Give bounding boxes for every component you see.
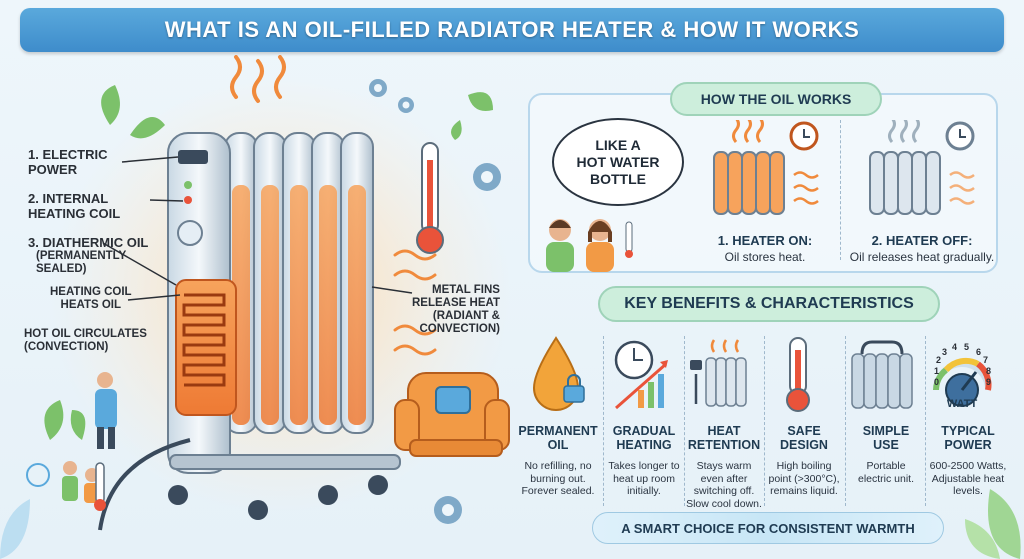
benefit-gradual-heating-title: GRADUAL HEATING (612, 424, 676, 452)
step-heater-off-desc: Oil releases heat gradually. (849, 250, 995, 264)
leaf-icon (965, 489, 1021, 559)
benefit-typical-power-desc: 600-2500 Watts, Adjustable heat levels. (929, 460, 1007, 497)
label-permanently-sealed: (PERMANENTLY SEALED) (36, 250, 127, 275)
gauge-unit-label: WATT (946, 398, 978, 410)
thermometer-icon (416, 142, 444, 254)
label-hot-oil-circulates: HOT OIL CIRCULATES (CONVECTION) (24, 328, 147, 353)
benefit-heat-retention-title: HEAT RETENTION (687, 424, 761, 452)
heat-waves-icon (230, 55, 286, 103)
step-heater-on-title: 1. HEATER ON: (717, 233, 813, 248)
family-icon (26, 461, 106, 511)
thermometer-icon (786, 337, 810, 412)
power-cord (98, 438, 191, 531)
gauge-tick: 3 (942, 347, 948, 357)
gauge-tick: 8 (986, 366, 992, 376)
radiator-illustration (26, 55, 510, 531)
benefit-permanent-oil-title: PERMANENT OIL (518, 424, 598, 452)
heater-on-icon (713, 120, 819, 215)
benefit-gradual-heating-desc: Takes longer to heat up room initially. (608, 460, 680, 497)
display-screen (178, 150, 208, 164)
label-diathermic-oil: 3. DIATHERMIC OIL (28, 235, 149, 250)
thermostat-knob-icon (177, 220, 203, 246)
label-coil-heats-oil: HEATING COIL HEATS OIL (50, 286, 132, 311)
how-oil-works-heading: HOW THE OIL WORKS (670, 82, 882, 116)
gauge-tick: 9 (986, 377, 992, 387)
gauge-tick: 0 (934, 377, 940, 387)
benefit-permanent-oil-desc: No refilling, no burning out. Forever se… (521, 460, 595, 497)
benefit-heat-retention-desc: Stays warm even after switching off. Slo… (686, 460, 762, 510)
benefit-simple-use-desc: Portable electric unit. (857, 460, 915, 485)
heater-off-icon (869, 120, 975, 215)
gauge-tick: 4 (952, 342, 958, 352)
gauge-tick: 6 (976, 347, 982, 357)
label-electric-power: 1. ELECTRIC POWER (28, 147, 108, 177)
couple-icon (546, 219, 633, 272)
leaf-icon (101, 85, 493, 140)
step-heater-off-title: 2. HEATER OFF: (871, 233, 973, 248)
gear-icon (369, 79, 501, 524)
gauge-tick: 7 (983, 355, 989, 365)
clock-arrow-icon (614, 340, 668, 410)
gauge-tick: 1 (934, 366, 940, 376)
benefit-typical-power-title: TYPICAL POWER (941, 424, 995, 452)
radiator-plug-icon (690, 339, 747, 407)
title-banner: WHAT IS AN OIL-FILLED RADIATOR HEATER & … (20, 8, 1004, 52)
footer-tagline: A SMART CHOICE FOR CONSISTENT WARMTH (592, 512, 944, 544)
oil-drop-lock-icon (532, 336, 585, 411)
label-metal-fins: METAL FINS RELEASE HEAT (RADIANT & CONVE… (412, 284, 500, 335)
label-heating-coil: 2. INTERNAL HEATING COIL (28, 191, 121, 221)
benefit-icons (532, 336, 992, 412)
benefit-safe-design-desc: High boiling point (>300°C), remains liq… (768, 460, 840, 497)
hot-water-bottle-bubble: LIKE A HOT WATER BOTTLE (552, 118, 684, 206)
power-gauge-icon (933, 357, 992, 407)
leaf-icon (0, 499, 30, 559)
radiator-fins (224, 132, 374, 434)
person-icon (95, 372, 117, 449)
portable-heater-icon (851, 340, 913, 409)
gauge-ticks: 0 1 2 3 4 5 6 7 8 9 (934, 342, 994, 390)
gauge-tick: 2 (936, 355, 942, 365)
benefit-simple-use-title: SIMPLE USE (862, 424, 910, 452)
step-heater-on-desc: Oil stores heat. (724, 250, 806, 264)
wheel-icon (168, 475, 388, 520)
benefit-safe-design-title: SAFE DESIGN (780, 424, 828, 452)
gauge-tick: 5 (964, 342, 970, 352)
page-title: WHAT IS AN OIL-FILLED RADIATOR HEATER & … (164, 17, 860, 42)
benefits-heading: KEY BENEFITS & CHARACTERISTICS (598, 286, 940, 322)
armchair-icon (394, 372, 510, 457)
